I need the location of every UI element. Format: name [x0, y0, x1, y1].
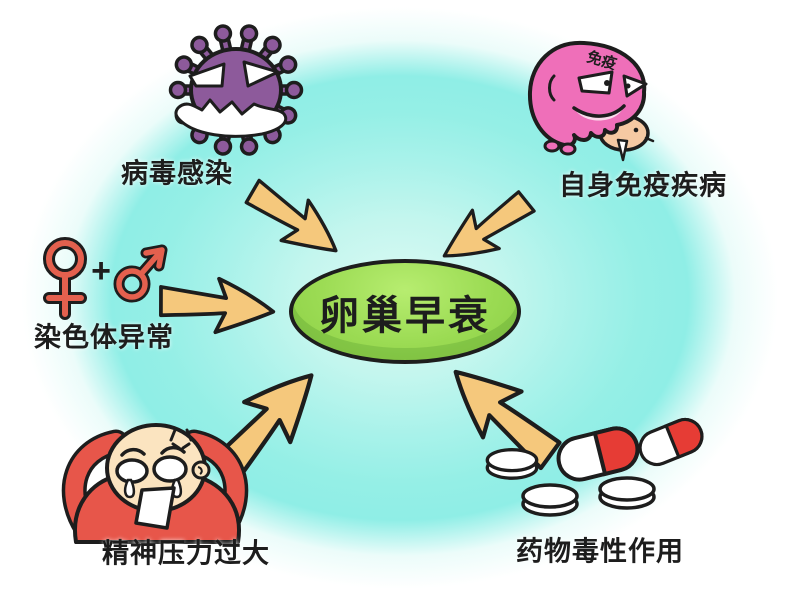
- immune-cell-body: 免疫: [527, 40, 648, 156]
- capsule: [638, 417, 704, 467]
- tablet: [521, 483, 579, 517]
- stressed-person-icon: [61, 423, 249, 544]
- arrow-stress-to-center: [209, 373, 314, 483]
- capsule: [556, 426, 640, 482]
- tablet: [485, 448, 539, 480]
- female-symbol: [43, 237, 87, 320]
- arrow-virus-to-center: [244, 178, 338, 253]
- arrow-drugs-to-center: [453, 369, 562, 471]
- label-autoimmune: 自身免疫疾病: [559, 170, 727, 201]
- pills-icon: [485, 417, 704, 517]
- person-head: [105, 423, 211, 530]
- center-label: 卵巢早衰: [319, 293, 491, 338]
- virus-icon: [168, 24, 304, 156]
- immune-cell-icon: 免疫: [527, 40, 655, 162]
- center-node: 卵巢早衰: [289, 259, 521, 364]
- label-stress: 精神压力过大: [102, 538, 270, 569]
- label-chromosome: 染色体异常: [34, 322, 174, 353]
- anger-mark: [169, 428, 193, 450]
- label-drugs: 药物毒性作用: [516, 536, 684, 567]
- tablet: [598, 476, 656, 510]
- gender-symbols-icon: +: [43, 237, 168, 320]
- virus-face: [174, 60, 288, 138]
- male-symbol: [113, 244, 168, 303]
- plus-sign: +: [91, 252, 111, 290]
- arrow-autoimmune-to-center: [442, 190, 536, 258]
- arrow-chromosome-to-center: [159, 276, 276, 335]
- label-virus: 病毒感染: [121, 158, 233, 189]
